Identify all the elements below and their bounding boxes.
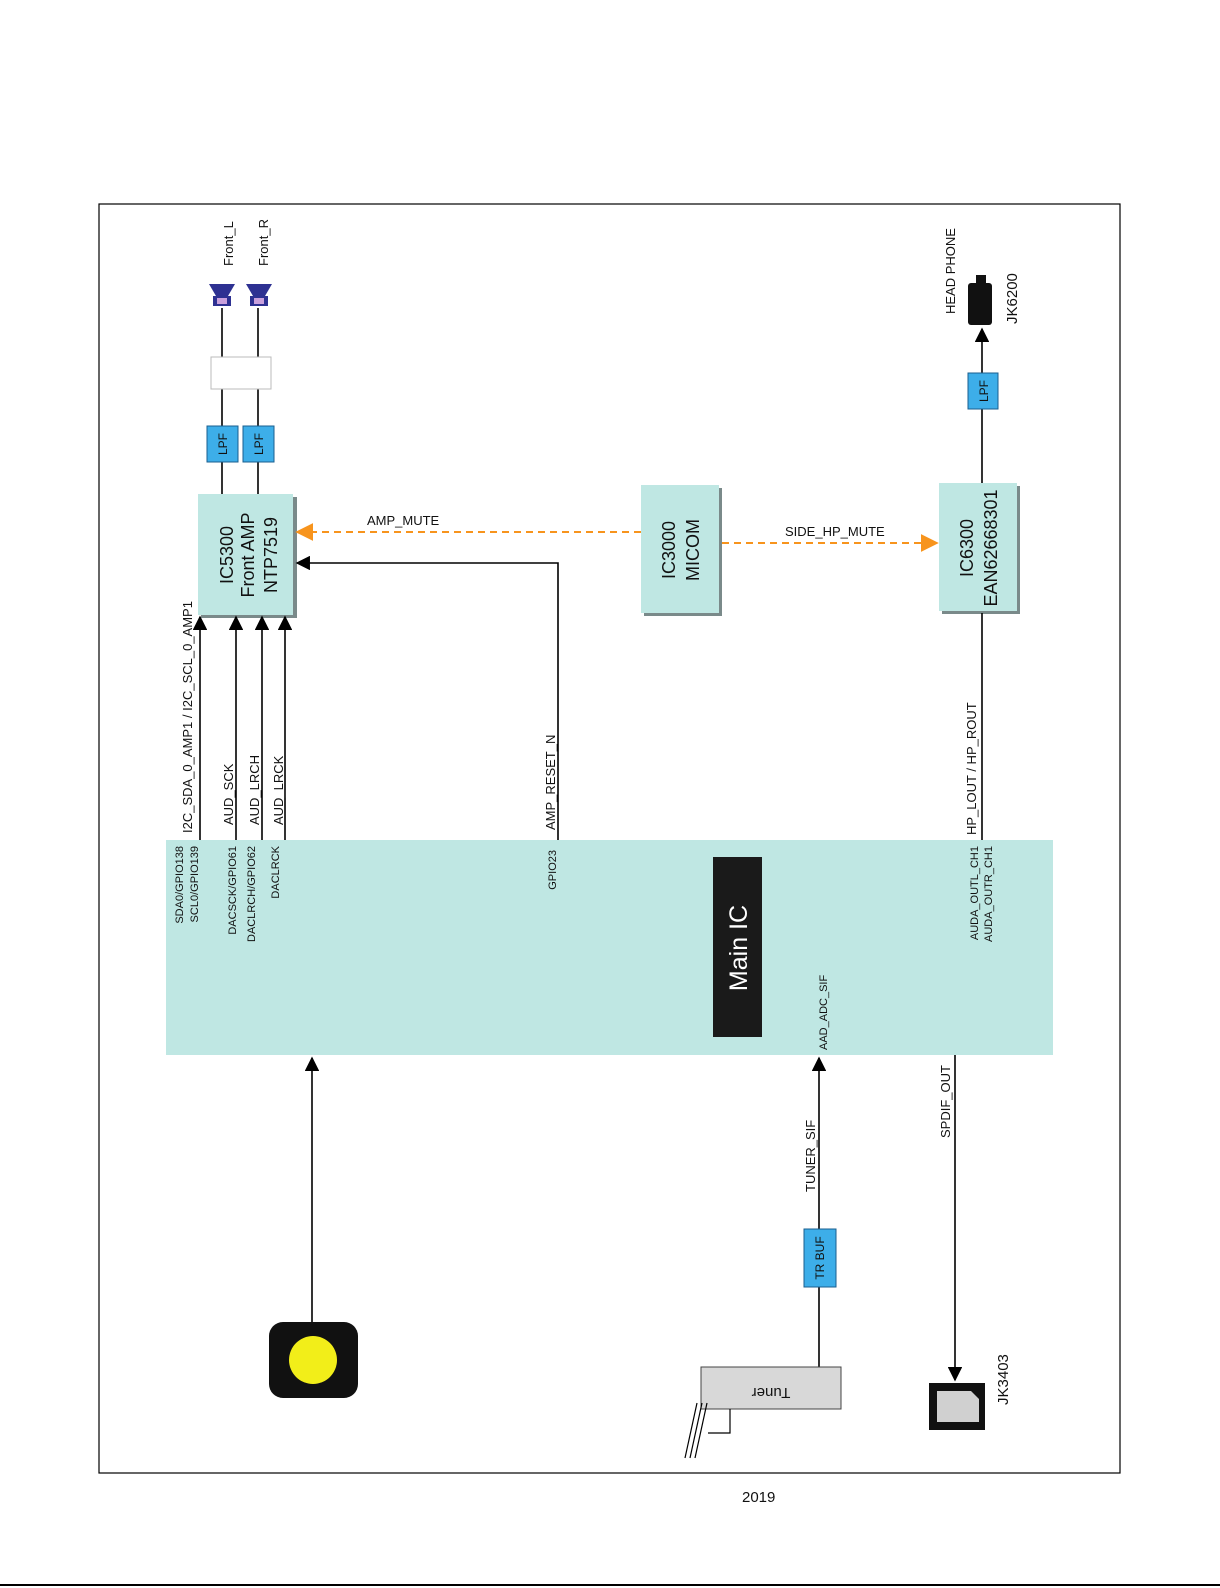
speaker-right-label: Front_R [256,219,271,266]
pin-auda-l: AUDA_OUTL_CH1 [969,846,981,940]
main-ic-label-bg [713,857,762,1037]
spdif-ref: JK3403 [995,1354,1012,1405]
pin-dacsck: DACSCK/GPIO61 [227,846,239,935]
pin-gpio23: GPIO23 [547,850,559,890]
signal-i2c: I2C_SDA_0_AMP1 / I2C_SCL_0_AMP1 [180,601,195,833]
hp-amp-id: IC6300 [957,519,977,577]
footer-rule [0,1584,1220,1586]
main-ic-label: Main IC [725,905,753,991]
signal-amp-mute: AMP_MUTE [367,513,440,528]
tuner-block [700,1366,842,1410]
signal-tuner-sif: TUNER_SIF [803,1120,818,1192]
speaker-right-icon [246,284,272,306]
amp-block [198,494,293,615]
pin-daclrch: DACLRCH/GPIO62 [246,846,258,942]
signal-side-hp-mute: SIDE_HP_MUTE [785,524,885,539]
trbuf-label: TR BUF [813,1236,827,1279]
yellow-input-jack-icon [269,1322,358,1398]
antenna-icon [684,1402,731,1459]
micom-id: IC3000 [659,521,679,579]
pin-sda: SDA0/GPIO138 [174,846,186,924]
pin-auda-r: AUDA_OUTR_CH1 [983,846,995,942]
lpf-left-label: LPF [216,433,230,455]
signal-aud-lrch: AUD_LRCH [247,755,262,825]
lpf-headphone [967,372,999,410]
lpf-right [242,425,275,463]
hp-amp-block [939,483,1017,611]
pin-scl: SCL0/GPIO139 [189,846,201,922]
page-number: 2019 [742,1489,776,1506]
signal-amp-reset: AMP_RESET_N [543,735,558,830]
output-filter-box [210,356,272,390]
micom-name: MICOM [683,519,703,581]
pin-daclrck: DACLRCK [270,845,282,898]
micom-block [641,485,719,613]
optical-jack-icon [929,1383,985,1430]
headphone-jack-icon [968,275,992,325]
headphone-label: HEAD PHONE [943,228,958,314]
signal-aud-sck: AUD_SCK [221,763,236,825]
amp-id: IC5300 [217,526,237,584]
main-ic-block [166,840,1053,1055]
diagram-frame [98,203,1121,1474]
hp-amp-part: EAN62668301 [981,489,1001,606]
signal-spdif-out: SPDIF_OUT [938,1065,953,1138]
headphone-ref: JK6200 [1004,273,1021,324]
lpf-headphone-label: LPF [977,380,991,402]
signal-hp-out: HP_LOUT / HP_ROUT [964,702,979,835]
tuner-label: Tuner [752,1384,791,1401]
amp-name: Front AMP [238,512,258,597]
lpf-left [206,425,239,463]
lpf-right-label: LPF [252,433,266,455]
pin-aad-sif: AAD_ADC_SIF [818,975,830,1050]
speaker-left-label: Front_L [221,221,236,266]
speaker-left-icon [209,284,235,306]
amp-part: NTP7519 [261,517,281,593]
trbuf-block [803,1228,837,1288]
signal-aud-lrck: AUD_LRCK [271,755,286,825]
